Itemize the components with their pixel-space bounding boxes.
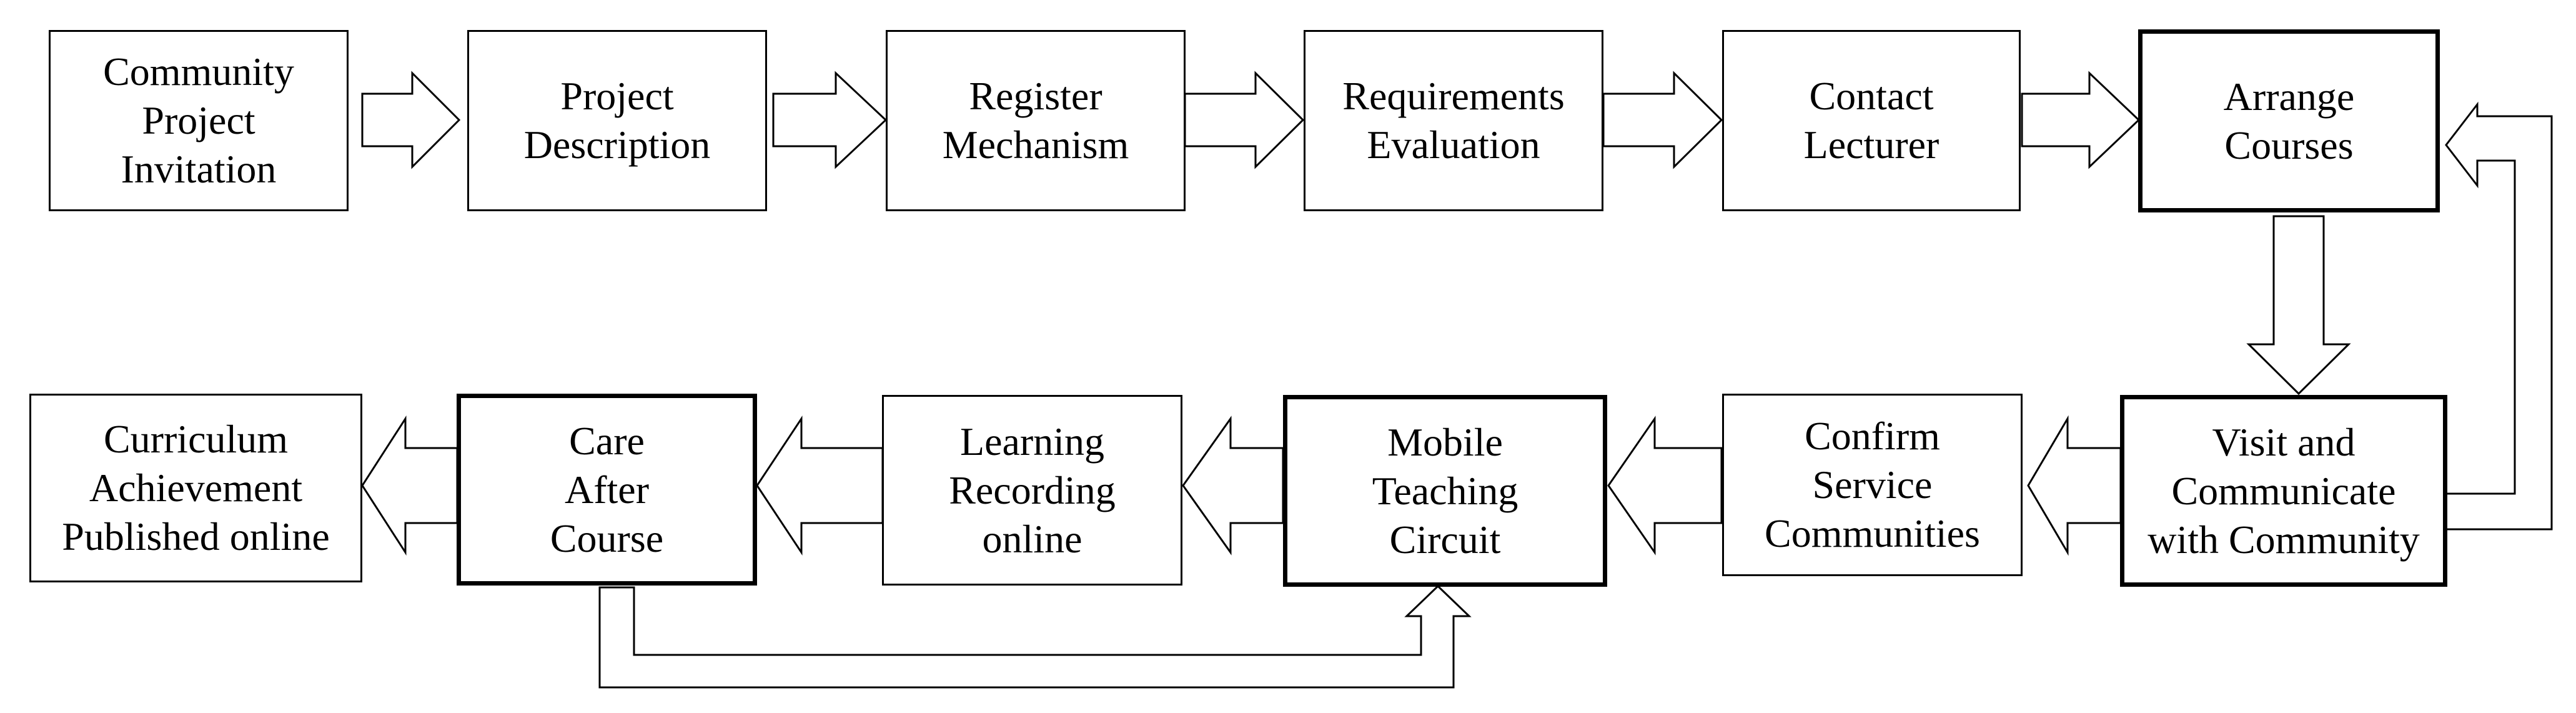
- node-curriculum-achievement: Curriculum Achievement Published online: [29, 394, 362, 582]
- arrow-learning-to-care: [756, 416, 884, 556]
- node-requirements-evaluation: Requirements Evaluation: [1304, 30, 1603, 211]
- node-label: Visit and Communicate with Community: [2147, 419, 2420, 562]
- arrow-description-to-register: [772, 71, 888, 169]
- node-label: Mobile Teaching Circuit: [1372, 419, 1518, 562]
- arrow-care-loop-to-mobile: [598, 584, 1472, 689]
- arrow-visit-to-confirm: [2027, 415, 2122, 556]
- arrow-invitation-to-description: [361, 71, 461, 169]
- node-confirm-service-communities: Confirm Service Communities: [1722, 394, 2023, 576]
- arrow-requirements-to-lecturer: [1602, 71, 1723, 169]
- arrow-arrange-to-visit: [2246, 215, 2351, 396]
- node-project-description: Project Description: [467, 30, 767, 211]
- node-community-project-invitation: Community Project Invitation: [49, 30, 349, 211]
- node-label: Arrange Courses: [2223, 74, 2355, 167]
- node-label: Project Description: [523, 74, 711, 167]
- arrow-visit-back-to-arrange: [2445, 101, 2553, 531]
- node-care-after-course: Care After Course: [457, 394, 757, 586]
- node-register-mechanism: Register Mechanism: [886, 30, 1186, 211]
- node-arrange-courses: Arrange Courses: [2138, 29, 2440, 212]
- node-label: Community Project Invitation: [103, 49, 294, 191]
- node-label: Confirm Service Communities: [1765, 414, 1980, 556]
- node-label: Care After Course: [550, 418, 664, 561]
- node-label: Curriculum Achievement Published online: [62, 417, 330, 559]
- arrow-confirm-to-mobile: [1607, 416, 1723, 556]
- arrow-lecturer-to-arrange: [2021, 71, 2141, 169]
- node-mobile-teaching-circuit: Mobile Teaching Circuit: [1283, 395, 1607, 587]
- arrow-mobile-to-learning: [1182, 416, 1284, 556]
- node-label: Requirements Evaluation: [1342, 74, 1565, 167]
- arrow-register-to-requirements: [1184, 71, 1305, 169]
- arrow-care-to-curriculum: [361, 415, 458, 556]
- node-label: Contact Lecturer: [1803, 74, 1939, 167]
- node-contact-lecturer: Contact Lecturer: [1722, 30, 2021, 211]
- node-label: Learning Recording online: [949, 419, 1116, 561]
- node-learning-recording-online: Learning Recording online: [882, 395, 1182, 586]
- node-label: Register Mechanism: [942, 74, 1129, 167]
- node-visit-and-communicate: Visit and Communicate with Community: [2120, 395, 2447, 587]
